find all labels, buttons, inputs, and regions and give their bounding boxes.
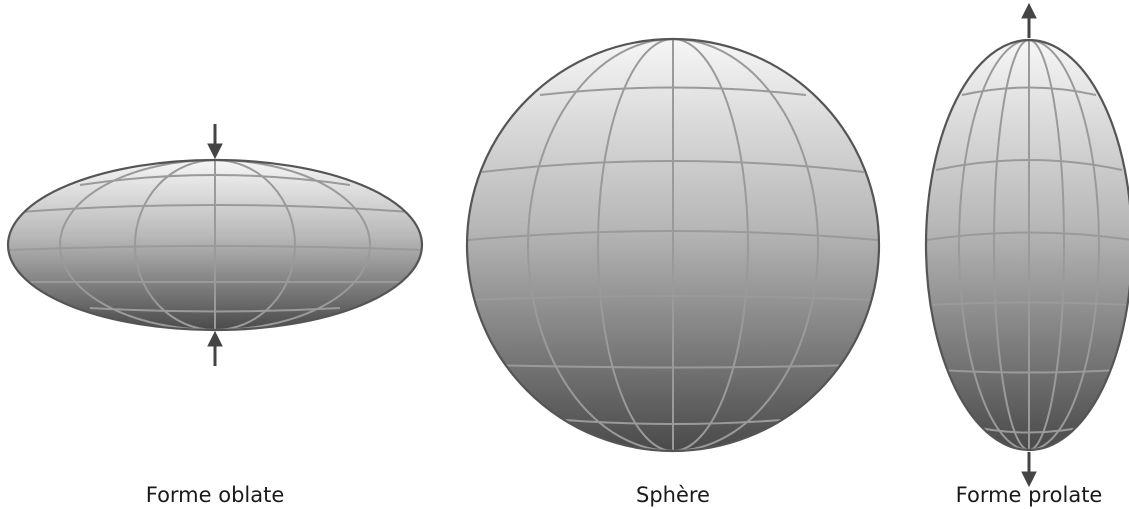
caption-prolate: Forme prolate xyxy=(956,483,1103,507)
sphere xyxy=(465,37,881,453)
prolate-spheroid xyxy=(924,2,1129,488)
oblate-outline xyxy=(6,158,424,332)
down-arrow-icon xyxy=(1021,452,1037,488)
prolate-body xyxy=(926,40,1129,450)
sphere-outline xyxy=(465,37,881,453)
prolate-outline xyxy=(924,38,1129,452)
down-arrow-icon xyxy=(207,124,223,160)
up-arrow-icon xyxy=(207,330,223,366)
oblate-grid xyxy=(8,160,422,330)
caption-oblate: Forme oblate xyxy=(146,483,285,507)
up-arrow-icon xyxy=(1021,2,1037,38)
sphere-grid xyxy=(467,39,879,451)
oblate-spheroid xyxy=(6,124,424,366)
caption-sphere: Sphère xyxy=(636,483,710,507)
